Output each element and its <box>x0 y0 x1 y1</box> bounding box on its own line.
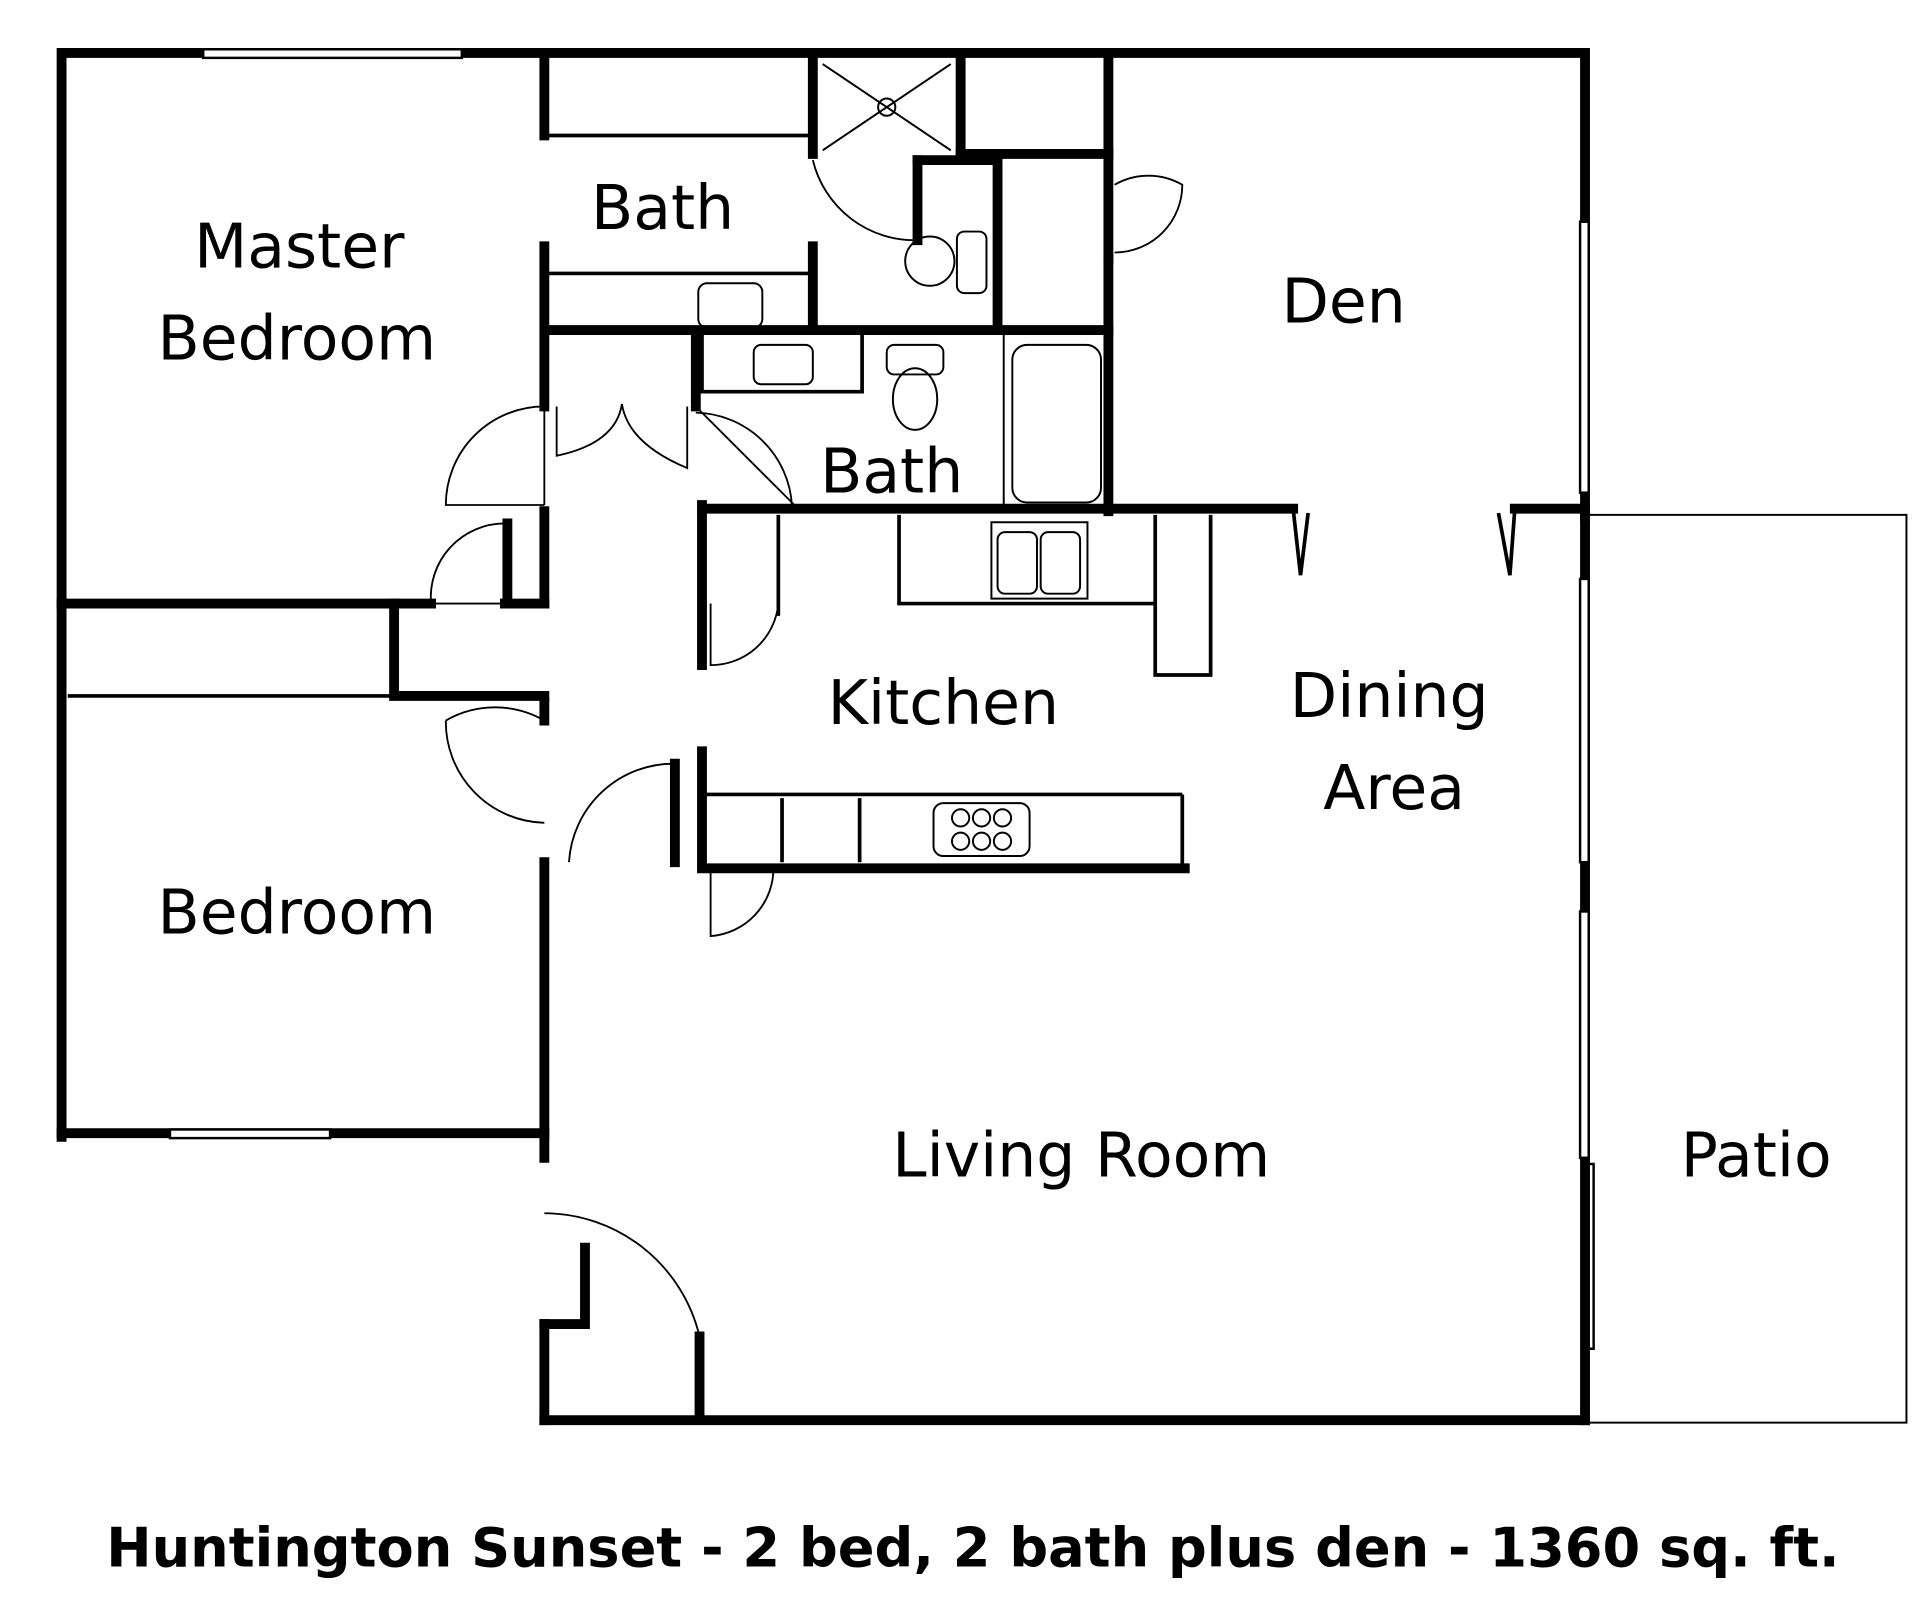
room-label-bedroom: Bedroom <box>158 877 436 949</box>
room-label-kitchen: Kitchen <box>828 667 1059 739</box>
room-label-master-bedroom: Bedroom <box>158 303 436 375</box>
bathtub-icon <box>1011 343 1102 504</box>
room-label-dining-area: Area <box>1323 752 1465 824</box>
shower-drain-icon <box>822 63 952 152</box>
toilet-icon <box>885 343 945 431</box>
sink-icon <box>752 343 814 386</box>
patio-outline <box>1587 513 1908 1424</box>
room-label-den: Den <box>1281 266 1405 338</box>
plan-caption: Huntington Sunset - 2 bed, 2 bath plus d… <box>106 1517 1839 1580</box>
room-label-living-room: Living Room <box>892 1119 1270 1191</box>
door-swings <box>429 159 1517 1337</box>
toilet-icon <box>904 230 988 295</box>
room-label-dining-area: Dining <box>1290 660 1489 732</box>
room-label-master-bedroom: Master <box>194 210 405 282</box>
kitchen-sink-icon <box>990 521 1089 600</box>
stove-icon <box>932 802 1031 858</box>
room-label-master-bath: Bath <box>591 172 734 244</box>
sink-icon <box>697 282 764 329</box>
room-label-hall-bath: Bath <box>820 436 963 508</box>
room-label-patio: Patio <box>1681 1119 1832 1191</box>
fixtures <box>697 63 1102 858</box>
interior-walls <box>56 48 1590 1422</box>
